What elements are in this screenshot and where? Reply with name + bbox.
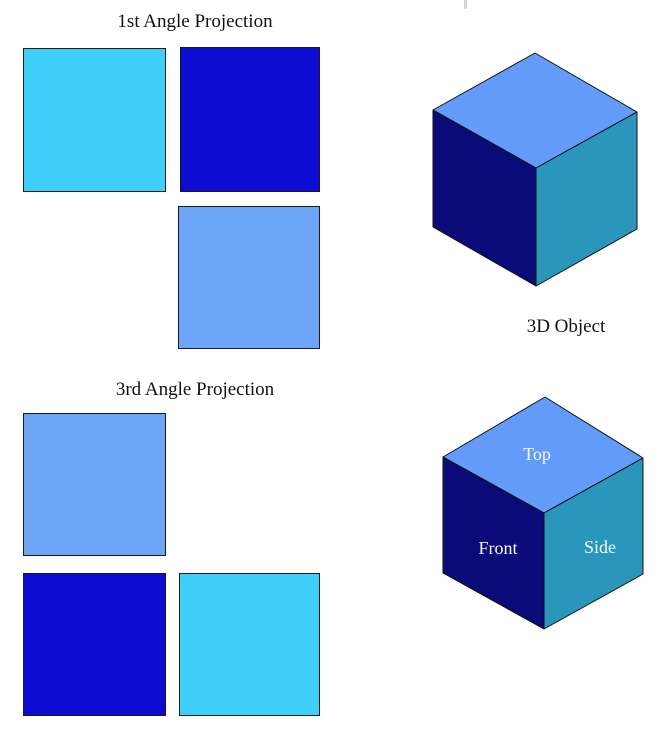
cube-front-face-label: Front: [478, 538, 517, 558]
cube-side-face: [535, 111, 638, 287]
third-angle-top-view-square: [23, 413, 166, 556]
cube-labeled-object: Top Front Side: [442, 396, 644, 630]
object-3d-caption: 3D Object: [526, 316, 606, 337]
scrollbar-thumb[interactable]: [464, 0, 467, 9]
first-angle-title: 1st Angle Projection: [117, 11, 273, 32]
first-angle-top-view-square: [178, 206, 320, 349]
labeled-cube-side-face: [543, 457, 644, 630]
first-angle-front-view-square: [180, 47, 320, 192]
cube-3d-object: [432, 52, 638, 287]
third-angle-side-view-square: [179, 573, 320, 716]
third-angle-title: 3rd Angle Projection: [115, 379, 275, 400]
third-angle-front-view-square: [23, 573, 166, 716]
first-angle-side-view-square: [23, 48, 166, 192]
cube-side-face-label: Side: [584, 537, 616, 557]
cube-top-face-label: Top: [523, 444, 551, 464]
